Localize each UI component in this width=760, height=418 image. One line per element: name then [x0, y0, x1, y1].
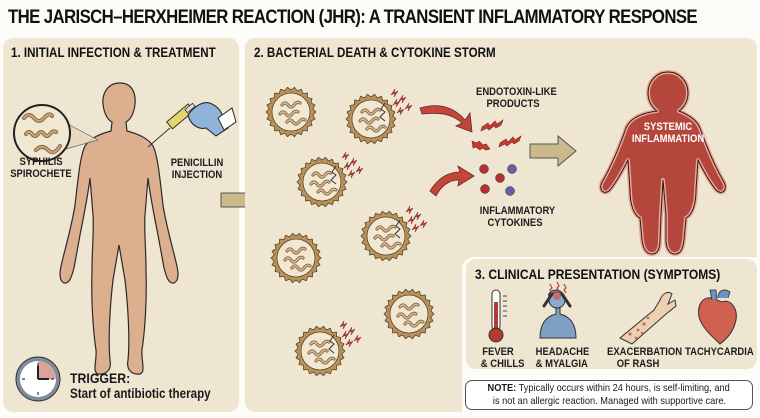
trigger-text: Start of antibiotic therapy: [70, 386, 211, 401]
panel1-heading: 1. INITIAL INFECTION & TREATMENT: [11, 45, 216, 60]
bursting-bacterium-icon: [345, 88, 413, 145]
bursting-bacterium-icon: [296, 151, 364, 208]
symptom-label-tachycardia: TACHYCARDIA: [685, 346, 754, 358]
bursting-bacterium-icon: [294, 320, 362, 377]
curved-arrow-cytokine-icon: [429, 165, 475, 197]
note-box: NOTE: Typically occurs within 24 hours, …: [465, 380, 753, 410]
trigger-title: TRIGGER:: [70, 370, 131, 386]
bacterium-icon: [270, 232, 322, 284]
panel2-heading: 2. BACTERIAL DEATH & CYTOKINE STORM: [254, 45, 496, 60]
endotoxin-fragments-icon: [471, 119, 522, 151]
bacterium-icon: [265, 86, 317, 138]
bacterium-icon: [383, 288, 435, 340]
bursting-bacterium-icon: [360, 205, 428, 262]
page-title: THE JARISCH–HERXHEIMER REACTION (JHR): A…: [8, 6, 698, 28]
curved-arrow-endotoxin-icon: [419, 105, 473, 133]
cytokine-particles-icon: [479, 164, 517, 196]
symptom-label-headache: HEADACHE& MYALGIA: [535, 346, 590, 370]
note-text-1: Typically occurs within 24 hours, is sel…: [516, 382, 731, 394]
arrow-to-systemic-icon: [529, 134, 577, 168]
note-text-2: is not an allergic reaction. Managed wit…: [492, 395, 726, 407]
note-bold: NOTE:: [487, 382, 517, 394]
symptom-label-fever: FEVER& CHILLS: [480, 346, 525, 370]
panel3-heading: 3. CLINICAL PRESENTATION (SYMPTOMS): [475, 266, 721, 282]
